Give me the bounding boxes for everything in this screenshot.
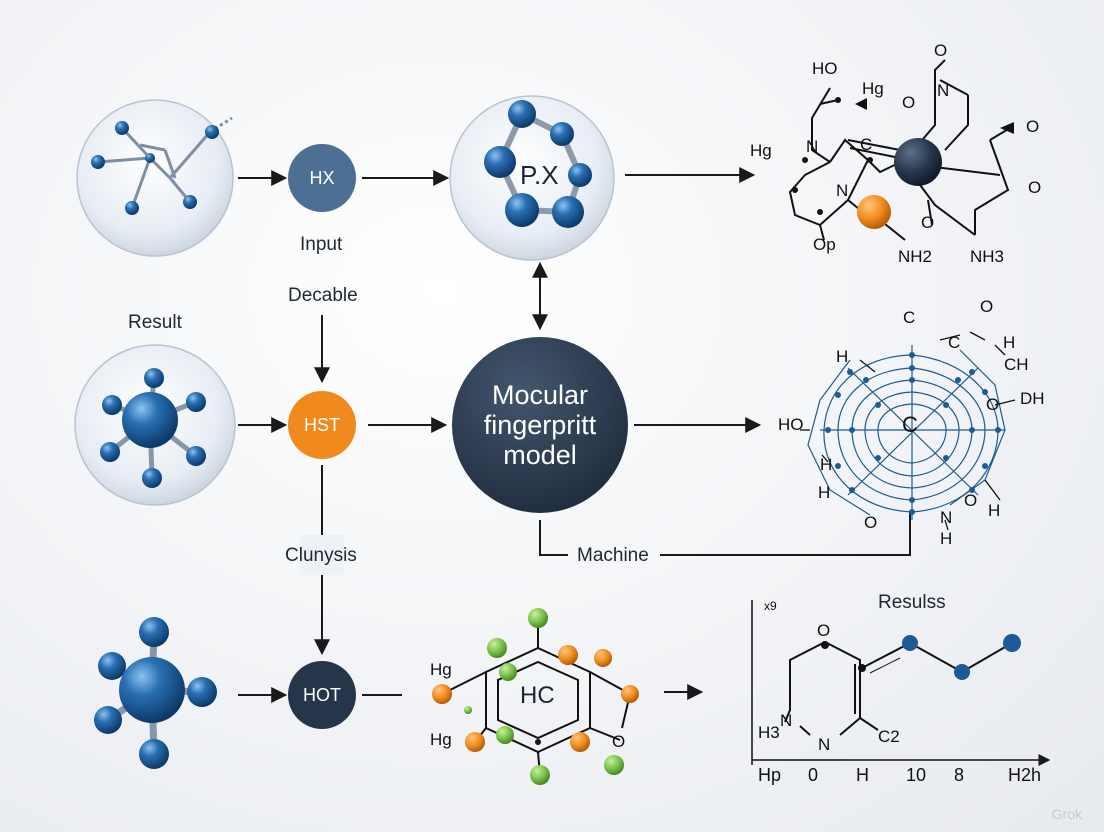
glass-sphere-top-left bbox=[76, 99, 234, 257]
label-clunysis: Clunysis bbox=[285, 545, 357, 566]
node-model bbox=[452, 337, 628, 513]
svg-text:H: H bbox=[818, 483, 830, 502]
svg-text:Op: Op bbox=[813, 235, 836, 254]
label-decable: Decable bbox=[288, 285, 358, 306]
svg-text:Hg: Hg bbox=[862, 79, 884, 98]
node-hot-label: HOT bbox=[303, 684, 341, 705]
svg-text:O: O bbox=[921, 213, 934, 232]
structure-text: HO Hg O N O Hg N C N O O O Op NH2 NH3 C … bbox=[430, 41, 1045, 754]
svg-text:x9: x9 bbox=[764, 599, 777, 613]
svg-text:N: N bbox=[780, 711, 792, 730]
svg-text:O: O bbox=[817, 621, 830, 640]
svg-text:H: H bbox=[1003, 333, 1015, 352]
svg-text:O: O bbox=[902, 93, 915, 112]
svg-text:N: N bbox=[818, 735, 830, 754]
svg-text:C: C bbox=[948, 333, 960, 352]
svg-text:O: O bbox=[980, 297, 993, 316]
svg-text:H: H bbox=[836, 347, 848, 366]
structure-bottom-right-dots bbox=[821, 634, 1021, 680]
arrows bbox=[238, 167, 911, 703]
structure-bottom-right bbox=[784, 641, 1013, 736]
atom-dark-large bbox=[894, 138, 942, 186]
axis-tick-label: 10 bbox=[906, 765, 927, 785]
svg-text:N: N bbox=[836, 181, 848, 200]
label-input: Input bbox=[300, 234, 343, 255]
node-hst-label: HST bbox=[304, 414, 340, 435]
machine-bracket bbox=[539, 520, 568, 556]
structure-top-right-dots bbox=[792, 97, 1014, 215]
label-resulss: Resulss bbox=[878, 592, 946, 613]
svg-text:H: H bbox=[940, 529, 952, 548]
svg-text:Hg: Hg bbox=[430, 730, 452, 749]
svg-text:O: O bbox=[964, 491, 977, 510]
svg-text:N: N bbox=[937, 81, 949, 100]
node-hx bbox=[288, 144, 356, 212]
structure-mid-right-bonds bbox=[800, 331, 1016, 531]
molecule-px-atoms bbox=[484, 100, 592, 228]
svg-text:HO: HO bbox=[778, 415, 804, 434]
svg-text:H: H bbox=[988, 501, 1000, 520]
axis-tick-label: 0 bbox=[808, 765, 819, 785]
svg-text:CH: CH bbox=[1004, 355, 1029, 374]
svg-text:H3: H3 bbox=[758, 723, 780, 742]
node-hot bbox=[288, 661, 356, 729]
hc-label: HC bbox=[520, 682, 555, 709]
axis-tick-label: H bbox=[856, 765, 869, 785]
svg-text:NH2: NH2 bbox=[898, 247, 932, 266]
machine-bracket-right bbox=[660, 512, 911, 556]
svg-text:Hg: Hg bbox=[430, 660, 452, 679]
label-result: Result bbox=[128, 312, 182, 333]
axis-tick-label: Hp bbox=[758, 765, 782, 785]
svg-text:O: O bbox=[1028, 178, 1041, 197]
node-hst bbox=[288, 391, 356, 459]
axis-tick-label: 8 bbox=[954, 765, 965, 785]
structure-hc-atoms bbox=[432, 608, 639, 785]
model-label: Mocular fingerpritt model bbox=[483, 380, 597, 470]
px-label: P.X bbox=[520, 160, 559, 190]
svg-text:C2: C2 bbox=[878, 727, 900, 746]
svg-text:N: N bbox=[806, 137, 818, 156]
svg-text:C: C bbox=[860, 135, 872, 154]
label-machine: Machine bbox=[577, 545, 649, 566]
watermark-grok: Grok bbox=[1051, 806, 1082, 822]
svg-text:O: O bbox=[612, 732, 625, 751]
molecule-mid-left-atoms bbox=[100, 368, 206, 488]
svg-text:O: O bbox=[986, 395, 999, 414]
structure-mid-right-dots bbox=[825, 352, 1001, 515]
svg-text:C: C bbox=[902, 412, 918, 437]
molecule-top-left-atoms bbox=[91, 121, 219, 215]
molecule-bottom-left-atoms bbox=[94, 617, 217, 769]
svg-text:Hg: Hg bbox=[750, 141, 772, 160]
axis-tick-label: H2h bbox=[1008, 765, 1042, 785]
svg-text:C: C bbox=[903, 308, 915, 327]
svg-text:O: O bbox=[1026, 117, 1039, 136]
svg-text:DH: DH bbox=[1020, 389, 1045, 408]
svg-text:O: O bbox=[934, 41, 947, 60]
svg-text:NH3: NH3 bbox=[970, 247, 1004, 266]
svg-text:N: N bbox=[940, 508, 952, 527]
svg-text:O: O bbox=[864, 513, 877, 532]
svg-text:H: H bbox=[820, 455, 832, 474]
svg-text:HO: HO bbox=[812, 59, 838, 78]
results-axis bbox=[751, 600, 1051, 766]
clunysis-bg bbox=[300, 535, 344, 575]
atom-orange-top-right bbox=[857, 195, 891, 229]
node-hx-label: HX bbox=[309, 167, 335, 188]
